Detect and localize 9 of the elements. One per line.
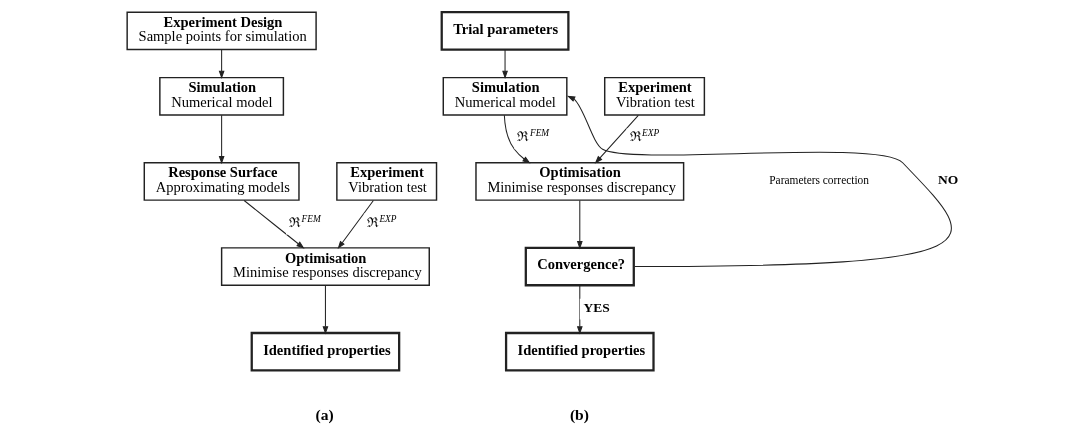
edge-label: ℜ$^{FEM}$ xyxy=(517,128,549,145)
edge-label: YES xyxy=(582,299,610,315)
edge-label: NO xyxy=(937,171,958,187)
label: Parameters correction xyxy=(768,174,869,187)
edge-label: ℜ$^{EXP}$ xyxy=(366,213,397,230)
edge-label: ℜ$^{EXP}$ xyxy=(629,128,659,145)
label: (a) xyxy=(315,405,334,423)
edge-label: ℜ$^{FEM}$ xyxy=(288,213,321,230)
label: (b) xyxy=(569,405,589,423)
